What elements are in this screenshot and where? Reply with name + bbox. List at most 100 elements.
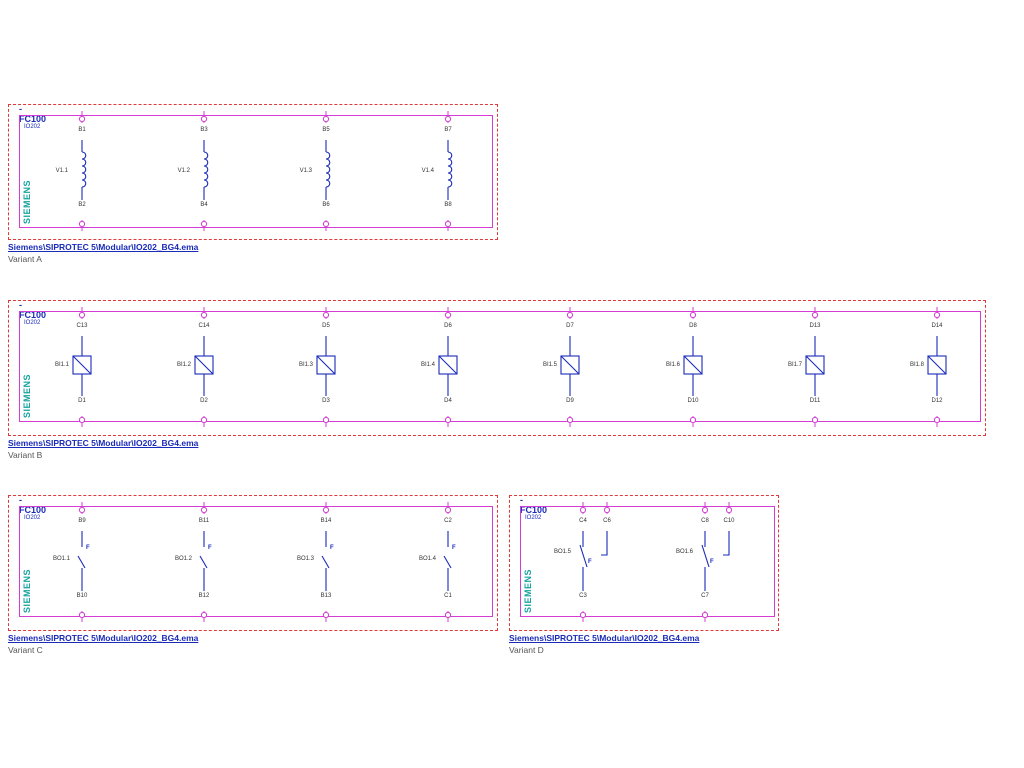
bottom-terminal[interactable] bbox=[444, 220, 452, 228]
input-diagonal bbox=[927, 355, 947, 375]
top-terminal[interactable] bbox=[701, 506, 709, 514]
variant-c-tag: -FC100 bbox=[19, 495, 47, 515]
variant-d-brand-logo: SIEMENS bbox=[523, 568, 533, 613]
symbol-bi1-5 bbox=[560, 307, 580, 427]
top-terminal[interactable] bbox=[579, 506, 587, 514]
bottom-terminal[interactable] bbox=[701, 611, 709, 619]
terminal-label-bottom: B4 bbox=[200, 202, 208, 208]
bottom-terminal[interactable] bbox=[200, 416, 208, 424]
bottom-terminal[interactable] bbox=[322, 220, 330, 228]
variant-b-module-name: IO202 bbox=[24, 320, 41, 326]
top-terminal[interactable] bbox=[78, 311, 86, 319]
terminal-label-top: D6 bbox=[444, 323, 452, 329]
bottom-terminal[interactable] bbox=[78, 220, 86, 228]
inductor-coil-icon bbox=[203, 151, 209, 188]
terminal-label-bottom: D12 bbox=[931, 398, 943, 404]
top-terminal-2[interactable] bbox=[603, 506, 611, 514]
input-diagonal bbox=[438, 355, 458, 375]
bottom-terminal[interactable] bbox=[811, 416, 819, 424]
terminal-label-bottom: B12 bbox=[198, 593, 210, 599]
symbol-bo1-1 bbox=[77, 502, 86, 622]
variant-c-brand-logo: SIEMENS bbox=[22, 568, 32, 613]
variant-d-dashed-frame bbox=[509, 495, 779, 631]
variant-b-label: Variant B bbox=[8, 450, 43, 460]
symbol-bo1-2 bbox=[199, 502, 208, 622]
unit-name: BI1.4 bbox=[420, 362, 435, 368]
terminal-label-top-2: C10 bbox=[723, 518, 735, 524]
input-diagonal bbox=[194, 355, 214, 375]
top-terminal[interactable] bbox=[444, 506, 452, 514]
top-terminal[interactable] bbox=[200, 115, 208, 123]
symbol-v1-3 bbox=[322, 111, 331, 231]
bottom-terminal[interactable] bbox=[689, 416, 697, 424]
variant-c-module-name: IO202 bbox=[24, 515, 41, 521]
top-terminal[interactable] bbox=[566, 311, 574, 319]
bottom-terminal[interactable] bbox=[322, 416, 330, 424]
input-diagonal bbox=[683, 355, 703, 375]
bottom-terminal[interactable] bbox=[444, 611, 452, 619]
terminal-label-bottom: B10 bbox=[76, 593, 88, 599]
bottom-terminal[interactable] bbox=[78, 416, 86, 424]
unit-name: BI1.7 bbox=[787, 362, 802, 368]
terminal-label-bottom: D11 bbox=[809, 398, 821, 404]
top-terminal[interactable] bbox=[933, 311, 941, 319]
top-terminal[interactable] bbox=[322, 506, 330, 514]
terminal-label-bottom: D2 bbox=[200, 398, 208, 404]
unit-name: BO1.4 bbox=[418, 556, 436, 562]
terminal-label-top: B1 bbox=[78, 127, 86, 133]
contact-mark: F bbox=[330, 545, 334, 551]
bottom-terminal[interactable] bbox=[78, 611, 86, 619]
bottom-terminal[interactable] bbox=[200, 220, 208, 228]
relay-contact-icon bbox=[701, 544, 710, 568]
top-terminal[interactable] bbox=[444, 115, 452, 123]
top-terminal[interactable] bbox=[811, 311, 819, 319]
symbol-bi1-7 bbox=[805, 307, 825, 427]
bottom-terminal[interactable] bbox=[444, 416, 452, 424]
top-terminal[interactable] bbox=[322, 311, 330, 319]
variant-b-brand-logo: SIEMENS bbox=[22, 373, 32, 418]
terminal-label-top: B14 bbox=[320, 518, 332, 524]
terminal-label-bottom: D3 bbox=[322, 398, 330, 404]
variant-d-file-path: Siemens\SIPROTEC 5\Modular\IO202_BG4.ema bbox=[509, 633, 700, 643]
bottom-terminal[interactable] bbox=[933, 416, 941, 424]
terminal-label-top: D7 bbox=[566, 323, 574, 329]
terminal-label-top: B3 bbox=[200, 127, 208, 133]
bottom-terminal[interactable] bbox=[322, 611, 330, 619]
top-terminal[interactable] bbox=[200, 506, 208, 514]
bottom-terminal[interactable] bbox=[200, 611, 208, 619]
top-terminal[interactable] bbox=[78, 115, 86, 123]
variant-c-dashed-frame bbox=[8, 495, 498, 631]
terminal-label-bottom: D1 bbox=[78, 398, 86, 404]
unit-name: BI1.1 bbox=[54, 362, 69, 368]
terminal-label-bottom: D9 bbox=[566, 398, 574, 404]
bottom-terminal[interactable] bbox=[566, 416, 574, 424]
bottom-terminal[interactable] bbox=[579, 611, 587, 619]
unit-name: BI1.5 bbox=[542, 362, 557, 368]
unit-name: BO1.3 bbox=[296, 556, 314, 562]
top-terminal[interactable] bbox=[78, 506, 86, 514]
unit-name: BI1.2 bbox=[176, 362, 191, 368]
terminal-label-bottom: C1 bbox=[444, 593, 452, 599]
variant-d-label: Variant D bbox=[509, 645, 544, 655]
variant-c-file-path: Siemens\SIPROTEC 5\Modular\IO202_BG4.ema bbox=[8, 633, 199, 643]
terminal-label-top: D13 bbox=[809, 323, 821, 329]
top-terminal[interactable] bbox=[444, 311, 452, 319]
top-terminal[interactable] bbox=[322, 115, 330, 123]
terminal-label-bottom: D10 bbox=[687, 398, 699, 404]
symbol-bi1-8 bbox=[927, 307, 947, 427]
terminal-label-bottom: B8 bbox=[444, 202, 452, 208]
unit-name: BO1.6 bbox=[675, 549, 693, 555]
top-terminal-2[interactable] bbox=[725, 506, 733, 514]
terminal-label-top: B5 bbox=[322, 127, 330, 133]
inductor-coil-icon bbox=[81, 151, 87, 188]
top-terminal[interactable] bbox=[200, 311, 208, 319]
symbol-bo1-6 bbox=[701, 502, 733, 622]
terminal-label-top: B9 bbox=[78, 518, 86, 524]
terminal-label-bottom: C7 bbox=[701, 593, 709, 599]
top-terminal[interactable] bbox=[689, 311, 697, 319]
relay-contact-icon bbox=[443, 555, 452, 569]
